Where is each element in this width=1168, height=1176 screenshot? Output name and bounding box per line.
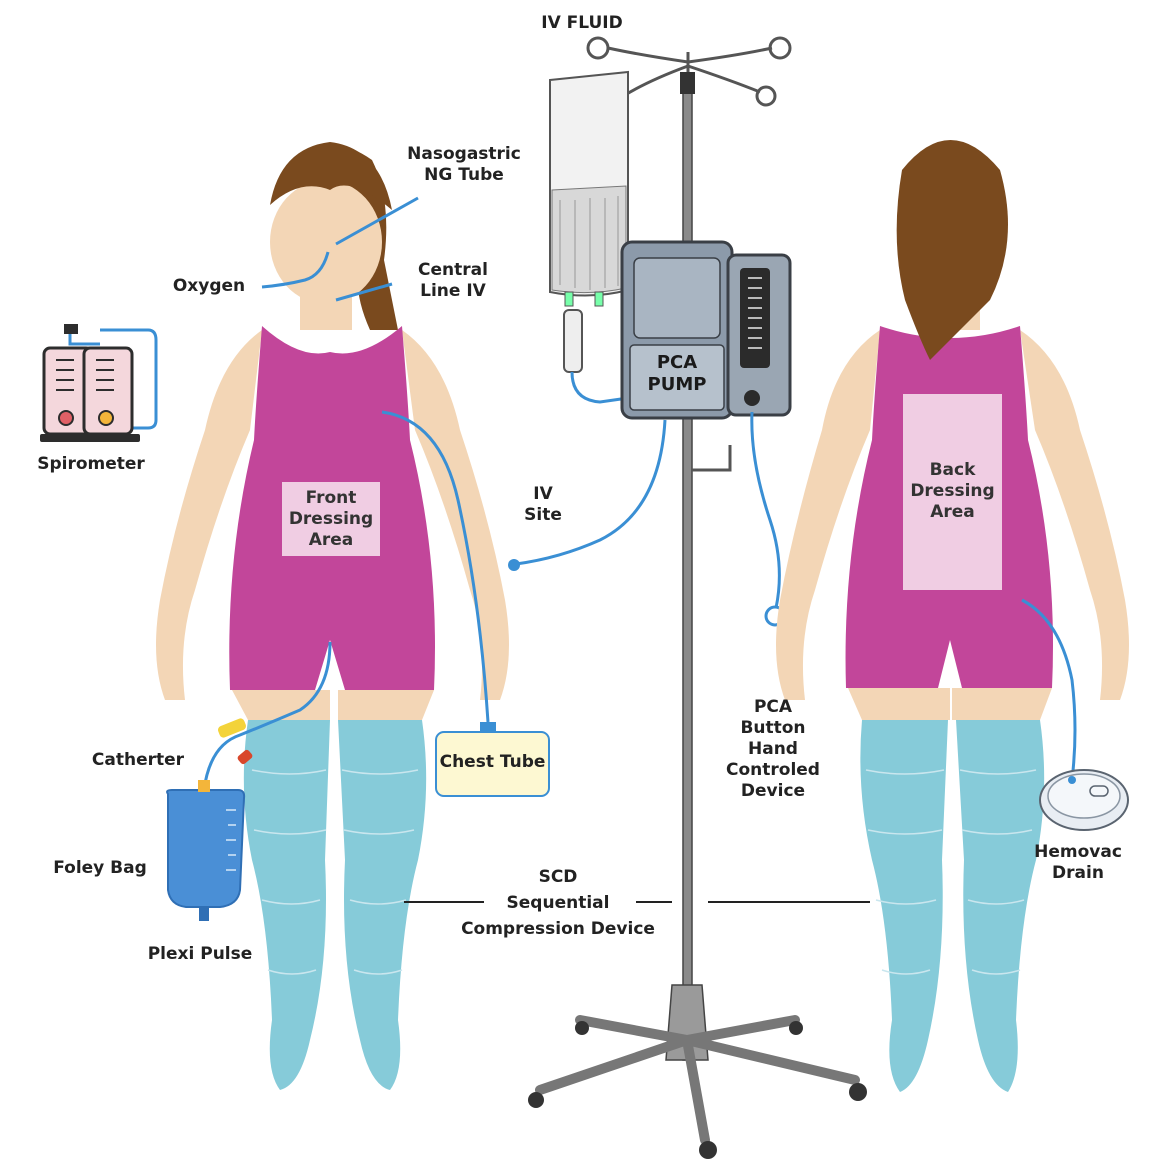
oxygen-label: Oxygen xyxy=(172,276,246,296)
pca-pump-label: PCA PUMP xyxy=(647,352,707,395)
pca-button-line xyxy=(750,411,781,609)
pca-pump xyxy=(620,240,792,420)
hemovac-line xyxy=(1021,598,1077,781)
ng-tube-line xyxy=(335,196,419,246)
iv-line xyxy=(570,371,629,404)
pca-button-label: PCA Button Hand Controled Device xyxy=(726,697,820,801)
central-line-label: Central Line IV xyxy=(418,260,488,301)
hemovac-drain xyxy=(1039,769,1129,831)
back-dressing-label: Back Dressing Area xyxy=(910,460,995,522)
oxygen-line xyxy=(261,251,330,289)
scd-label: SCD Sequential Compression Device xyxy=(461,867,655,939)
spirometer-icon xyxy=(40,324,158,442)
iv-site-line xyxy=(515,419,667,566)
ng-tube-label: Nasogastric NG Tube xyxy=(407,144,521,185)
central-line xyxy=(335,282,393,302)
iv-fluid-bag xyxy=(549,70,629,373)
catheter-line xyxy=(202,641,332,791)
iv-site-marker xyxy=(508,559,520,571)
iv-pole xyxy=(528,36,867,1159)
iv-site-label: IV Site xyxy=(524,484,562,525)
catheter-label: Catherter xyxy=(91,750,185,770)
chest-tube-label: Chest Tube xyxy=(439,752,546,772)
foley-bag-label: Foley Bag xyxy=(53,858,147,878)
plexi-pulse-label: Plexi Pulse xyxy=(147,944,253,964)
spirometer-label: Spirometer xyxy=(37,454,145,474)
iv-fluid-label: IV FLUID xyxy=(541,13,623,33)
front-dressing-area xyxy=(282,482,380,556)
back-figure xyxy=(776,140,1129,1092)
hemovac-label: Hemovac Drain xyxy=(1034,842,1122,883)
back-dressing-area xyxy=(903,394,1002,590)
chest-tube-line xyxy=(381,410,490,723)
foley-bag xyxy=(166,780,246,921)
front-dressing-label: Front Dressing Area xyxy=(288,488,374,550)
